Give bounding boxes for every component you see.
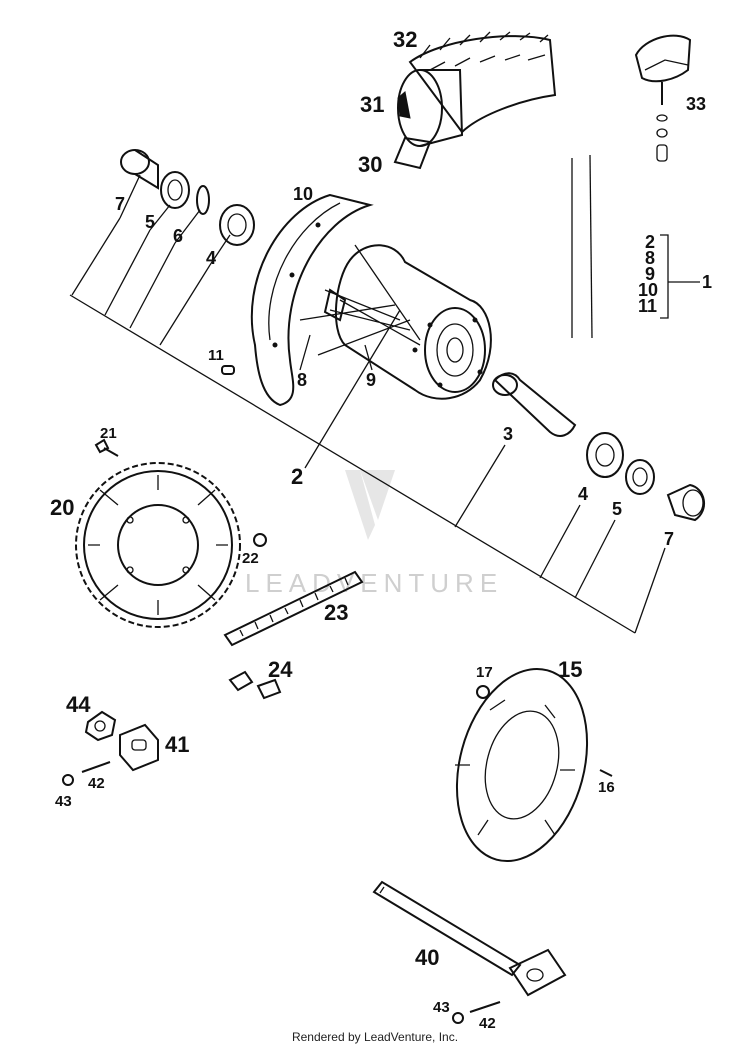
label-42-left: 42 [88,775,105,792]
label-5-left: 5 [145,212,155,232]
chain-adjuster-left [62,710,159,786]
watermark-text: LEADVENTURE [245,568,503,598]
leader-lines [69,154,700,634]
sprocket [75,462,241,628]
label-6: 6 [173,226,183,246]
label-2: 2 [291,464,303,489]
label-43-right: 43 [433,999,450,1016]
label-21: 21 [100,425,117,442]
hub-with-spokes [299,244,492,400]
label-23: 23 [324,600,348,625]
label-20: 20 [50,495,74,520]
label-22: 22 [242,550,259,567]
label-17: 17 [476,664,493,681]
kit-item-8: 8 [645,248,655,268]
leadventure-watermark: LEADVENTURE [245,470,503,598]
label-33: 33 [686,94,706,114]
label-8: 8 [297,370,307,390]
label-7-left: 7 [115,194,125,214]
right-bearing-stack [492,372,705,522]
label-11: 11 [208,347,224,364]
label-7-right: 7 [664,529,674,549]
chain-master-link [228,670,282,700]
label-5-right: 5 [612,499,622,519]
label-24: 24 [268,657,293,682]
footer-credit: Rendered by LeadVenture, Inc. [291,1030,459,1044]
label-30: 30 [358,152,382,177]
label-40: 40 [415,945,439,970]
tyre-assembly [393,31,557,170]
sprocket-nut [253,533,267,547]
label-41: 41 [165,732,189,757]
label-42-right: 42 [479,1015,496,1032]
drive-chain [223,570,364,647]
label-4-right: 4 [578,484,588,504]
label-1: 1 [702,272,712,292]
kit-item-11: 11 [638,296,657,316]
kit-item-2: 2 [645,232,655,252]
label-9: 9 [366,370,376,390]
kit-item-10: 10 [638,280,658,300]
valve-assembly [634,34,692,162]
brake-disc [455,667,613,863]
label-32: 32 [393,27,417,52]
part-labels: 32 31 30 33 7 5 6 4 10 11 8 9 2 3 4 5 7 … [50,27,712,1032]
label-44: 44 [66,692,91,717]
spoke-nipple [221,365,235,375]
label-16: 16 [598,779,615,796]
label-43-left: 43 [55,793,72,810]
kit-list: 2 8 9 10 11 1 [638,232,712,319]
label-15: 15 [558,657,582,682]
label-4-left: 4 [206,248,216,268]
left-bearing-stack [120,149,255,246]
rim [250,193,374,407]
rear-axle [372,880,567,1024]
label-10: 10 [293,184,313,204]
sprocket-bolt [94,438,119,457]
kit-item-9: 9 [645,264,655,284]
label-3: 3 [503,424,513,444]
label-31: 31 [360,92,384,117]
